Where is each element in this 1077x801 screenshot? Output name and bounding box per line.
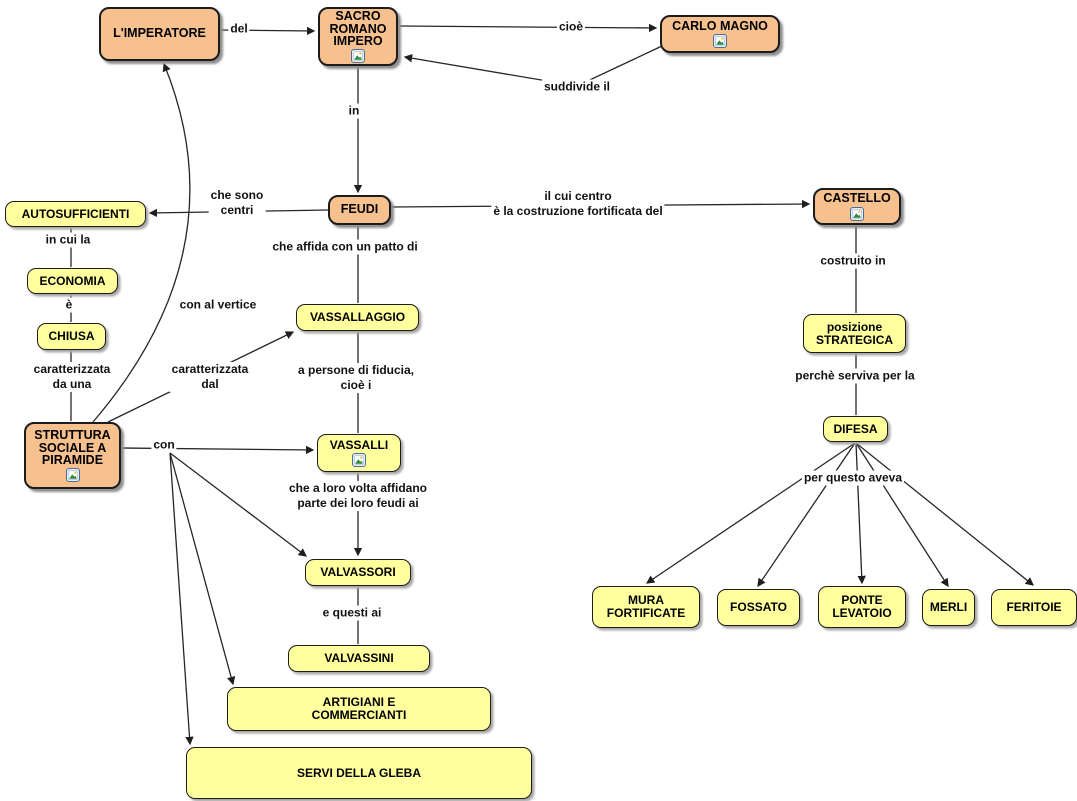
node-label: MURA FORTIFICATE <box>606 593 686 620</box>
connector-line <box>169 452 194 746</box>
node-autosufficienti[interactable]: AUTOSUFFICIENTI <box>5 201 146 227</box>
node-label: SERVI DELLA GLEBA <box>296 765 421 780</box>
node-label: VASSALLAGGIO <box>309 310 406 325</box>
link-label-in-cui-la[interactable]: in cui la <box>43 232 93 248</box>
connector-line <box>120 445 315 455</box>
connector-line <box>92 62 191 423</box>
connector-line <box>403 45 663 87</box>
node-imperatore[interactable]: L'IMPERATORE <box>99 7 220 61</box>
node-carlo-magno[interactable]: CARLO MAGNO <box>660 15 780 53</box>
link-label-cioe[interactable]: cioè <box>556 19 586 35</box>
node-economia[interactable]: ECONOMIA <box>27 268 118 294</box>
link-label-caratterizzata-dal[interactable]: caratterizzata dal <box>169 362 251 392</box>
connector-line <box>757 442 856 588</box>
node-label: CASTELLO <box>823 191 891 206</box>
link-label-con[interactable]: con <box>151 437 177 453</box>
node-label: FEUDI <box>340 202 379 217</box>
connector-line <box>399 23 658 33</box>
node-castello[interactable]: CASTELLO <box>813 188 901 225</box>
node-posizione-strategica[interactable]: posizione STRATEGICA <box>803 314 906 353</box>
node-label: STRUTTURA SOCIALE A PIRAMIDE <box>34 427 111 468</box>
image-resource-icon[interactable] <box>352 453 366 467</box>
link-label-caratterizzata-da-una[interactable]: caratterizzata da una <box>31 362 113 392</box>
link-label-costruito-in[interactable]: costruito in <box>818 253 888 269</box>
image-resource-icon[interactable] <box>850 207 864 221</box>
link-label-suddivide-il[interactable]: suddivide il <box>541 79 613 95</box>
link-label-il-cui-centro[interactable]: il cui centro è la costruzione fortifica… <box>491 189 665 219</box>
connector-line <box>169 452 236 686</box>
image-resource-icon[interactable] <box>713 34 727 48</box>
image-resource-icon[interactable] <box>351 49 365 63</box>
link-label-che-a-loro-volta[interactable]: che a loro volta affidano parte dei loro… <box>286 481 430 511</box>
link-label-e[interactable]: è <box>63 297 75 313</box>
node-servi-della-gleba[interactable]: SERVI DELLA GLEBA <box>186 747 532 799</box>
node-label: MERLI <box>929 600 968 615</box>
node-feritoie[interactable]: FERITOIE <box>991 589 1077 626</box>
connector-line <box>645 442 856 584</box>
node-label: ARTIGIANI E COMMERCIANTI <box>311 695 407 722</box>
image-resource-icon[interactable] <box>66 468 80 482</box>
link-label-e-questi-ai[interactable]: e questi ai <box>320 605 384 621</box>
connector-line <box>855 442 1034 586</box>
node-struttura-sociale[interactable]: STRUTTURA SOCIALE A PIRAMIDE <box>24 422 121 489</box>
node-label: CHIUSA <box>48 329 95 344</box>
link-label-in[interactable]: in <box>346 103 362 119</box>
link-label-del[interactable]: del <box>228 21 250 37</box>
node-difesa[interactable]: DIFESA <box>823 416 888 442</box>
node-label: DIFESA <box>833 421 878 436</box>
link-label-per-questo-aveva[interactable]: per questo aveva <box>801 470 905 486</box>
node-label: FERITOIE <box>1006 600 1062 615</box>
link-label-a-persone[interactable]: a persone di fiducia, cioè i <box>295 363 417 393</box>
node-merli[interactable]: MERLI <box>922 589 975 626</box>
node-valvassori[interactable]: VALVASSORI <box>305 559 411 586</box>
connector-line <box>855 442 866 585</box>
node-vassalli[interactable]: VASSALLI <box>317 434 401 472</box>
node-vassallaggio[interactable]: VASSALLAGGIO <box>296 304 419 331</box>
link-label-che-affida[interactable]: che affida con un patto di <box>270 239 420 255</box>
node-label: posizione STRATEGICA <box>815 319 894 347</box>
node-chiusa[interactable]: CHIUSA <box>37 323 106 350</box>
node-label: VALVASSINI <box>324 651 394 666</box>
node-label: AUTOSUFFICIENTI <box>21 206 130 221</box>
node-label: CARLO MAGNO <box>672 18 768 33</box>
node-label: FOSSATO <box>730 600 787 615</box>
node-label: PONTE LEVATOIO <box>832 593 892 620</box>
node-label: SACRO ROMANO IMPERO <box>329 8 387 49</box>
node-label: VALVASSORI <box>320 565 396 580</box>
node-feudi[interactable]: FEUDI <box>328 195 391 225</box>
node-label: VASSALLI <box>329 438 389 453</box>
node-fossato[interactable]: FOSSATO <box>717 589 800 626</box>
link-label-che-sono-centri[interactable]: che sono centri <box>208 188 266 218</box>
connector-line <box>169 452 308 557</box>
link-label-con-al-vertice[interactable]: con al vertice <box>177 297 259 313</box>
node-label: ECONOMIA <box>39 273 106 288</box>
node-label: L'IMPERATORE <box>113 26 206 41</box>
node-artigiani-commercianti[interactable]: ARTIGIANI E COMMERCIANTI <box>227 687 491 731</box>
node-ponte-levatoio[interactable]: PONTE LEVATOIO <box>818 586 906 628</box>
link-label-perche-serviva[interactable]: perchè serviva per la <box>793 368 917 384</box>
connector-line <box>855 442 949 588</box>
node-sacro-romano-impero[interactable]: SACRO ROMANO IMPERO <box>318 7 398 66</box>
node-valvassini[interactable]: VALVASSINI <box>288 645 430 672</box>
node-mura-fortificate[interactable]: MURA FORTIFICATE <box>592 586 700 628</box>
